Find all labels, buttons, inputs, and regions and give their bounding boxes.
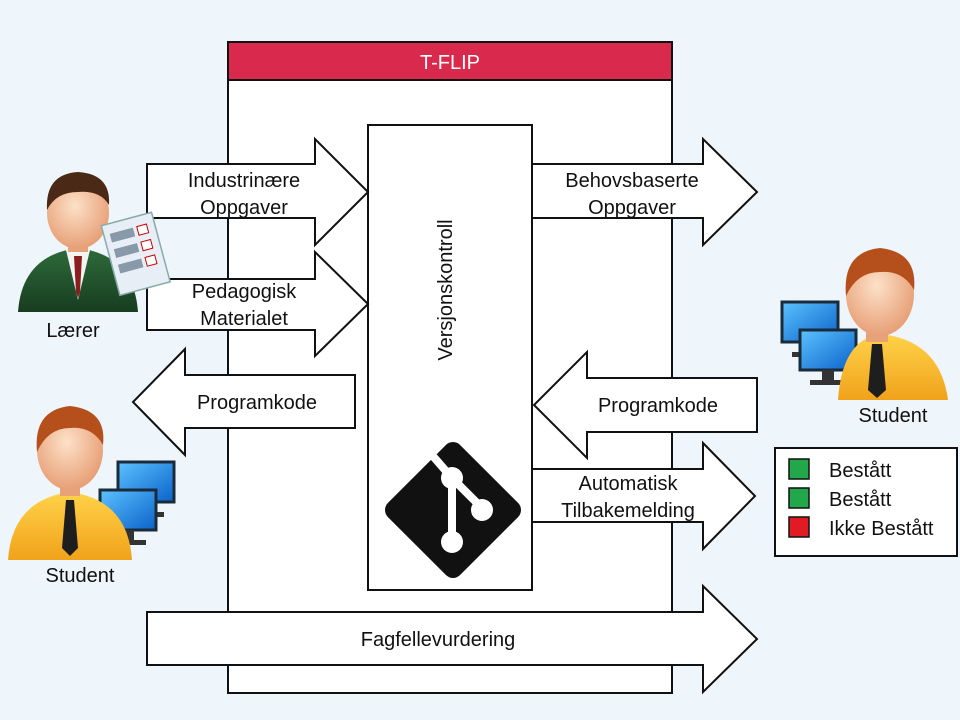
legend-swatch-1	[788, 458, 810, 480]
arrow-pedagogic-label-2: Materialet	[200, 308, 288, 330]
arrow-code-left: Programkode	[131, 346, 356, 458]
tflip-header	[227, 41, 673, 81]
checklist-icon	[100, 211, 172, 297]
legend-label-2: Bestått	[829, 489, 892, 511]
arrow-needs-based-tasks: Behovsbaserte Oppgaver	[531, 136, 759, 248]
legend-swatch-2	[788, 487, 810, 509]
student-right-label: Student	[859, 405, 928, 427]
student-right-icon	[780, 248, 948, 400]
arrow-needs-label-1: Behovsbaserte	[565, 170, 698, 192]
arrow-peer-review: Fagfellevurdering	[146, 583, 759, 695]
arrow-code-left-label: Programkode	[197, 392, 317, 414]
teacher-label: Lærer	[46, 320, 100, 342]
student-left-icon	[8, 406, 176, 560]
arrow-code-right-label: Programkode	[598, 395, 718, 417]
version-control-box: Versjonskontroll	[367, 124, 533, 591]
arrow-pedagogic-label-1: Pedagogisk	[192, 281, 298, 303]
legend-swatch-3	[788, 516, 810, 538]
arrow-peer-review-label: Fagfellevurdering	[361, 629, 516, 651]
legend-label-1: Bestått	[829, 460, 892, 482]
arrow-industry-label-2: Oppgaver	[200, 197, 288, 219]
arrow-automatic-feedback: Automatisk Tilbakemelding	[531, 440, 757, 552]
arrow-needs-label-2: Oppgaver	[588, 197, 676, 219]
arrow-industry-tasks: Industrinære Oppgaver	[146, 136, 370, 248]
student-left-label: Student	[46, 565, 115, 587]
git-logo-icon	[385, 442, 521, 578]
arrow-feedback-label-1: Automatisk	[579, 473, 679, 495]
arrow-code-right: Programkode	[532, 349, 758, 461]
arrow-industry-label-1: Industrinære	[188, 170, 300, 192]
result-legend: Bestått Bestått Ikke Bestått	[774, 447, 958, 557]
arrow-pedagogic-material: Pedagogisk Materialet	[146, 249, 370, 359]
version-control-label: Versjonskontroll	[435, 219, 457, 360]
arrow-feedback-label-2: Tilbakemelding	[561, 500, 695, 522]
legend-label-3: Ikke Bestått	[829, 518, 934, 540]
tflip-title: T-FLIP	[420, 52, 480, 74]
teacher-icon	[18, 172, 172, 312]
